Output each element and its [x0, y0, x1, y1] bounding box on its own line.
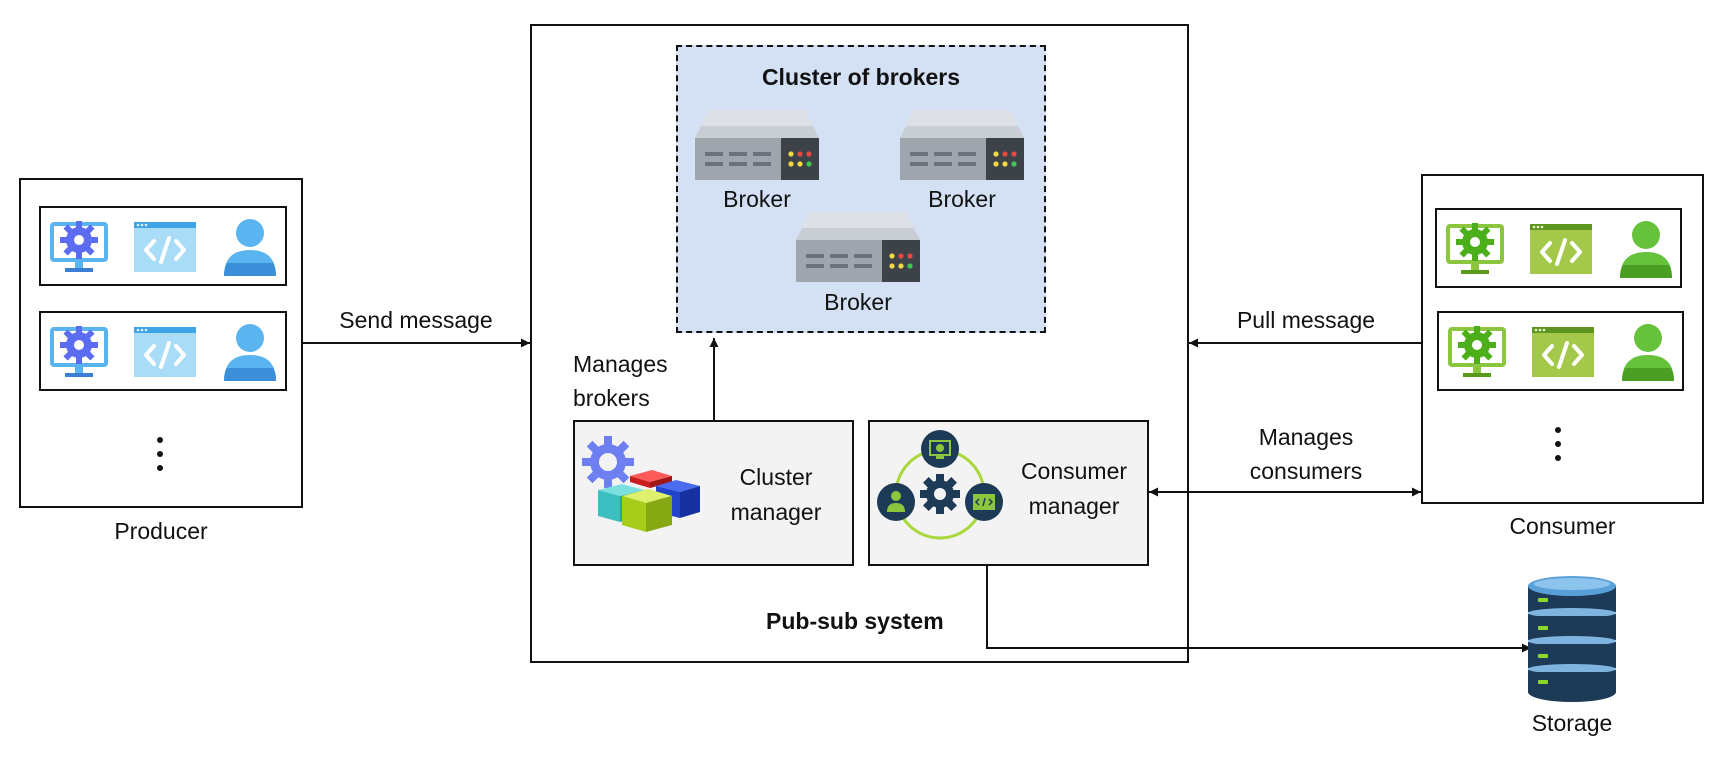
- user-icon: [1622, 324, 1674, 381]
- settings-monitor-icon: [1448, 326, 1506, 377]
- consumer-row-1: [1435, 208, 1682, 288]
- broker-label-3: Broker: [824, 289, 892, 315]
- manages-brokers-label-line1: Manages: [573, 351, 668, 377]
- cluster-manager-icon: [582, 436, 700, 532]
- broker-label-1: Broker: [723, 186, 791, 212]
- storage-arrow: [986, 566, 1531, 653]
- code-window-icon: [1532, 327, 1594, 377]
- settings-monitor-icon: [50, 221, 108, 272]
- manages-brokers-label-line2: brokers: [573, 385, 650, 411]
- consumer-manager-icon: [877, 430, 1003, 540]
- user-icon: [224, 219, 276, 276]
- consumer-label: Consumer: [1509, 513, 1616, 539]
- consumer-manager-label-line2: manager: [1028, 493, 1120, 519]
- producer-row-2: [39, 311, 287, 391]
- server-icon: [796, 212, 920, 282]
- cluster-title: Cluster of brokers: [761, 64, 961, 90]
- producer-label: Producer: [114, 518, 208, 544]
- pubsub-system-label: Pub-sub system: [766, 608, 944, 634]
- settings-monitor-icon: [50, 326, 108, 377]
- manages-consumers-label-line1: Manages: [1258, 424, 1354, 450]
- producer-row-1: [39, 206, 287, 286]
- broker-cluster: [676, 45, 1046, 333]
- pubsub-system-box: [530, 24, 1189, 663]
- pull-message-label: Pull message: [1236, 307, 1376, 333]
- server-icon: [695, 110, 819, 180]
- server-icon: [900, 110, 1024, 180]
- send-message-label: Send message: [339, 307, 493, 333]
- manages-consumers-label-line2: consumers: [1249, 458, 1363, 484]
- code-window-icon: [134, 222, 196, 272]
- settings-monitor-icon: [1446, 223, 1504, 274]
- database-storage-icon: [1528, 576, 1616, 702]
- user-icon: [224, 324, 276, 381]
- user-icon: [1620, 221, 1672, 278]
- vertical-ellipsis-icon: [157, 437, 163, 471]
- cluster-manager-label-line1: Cluster: [739, 464, 813, 490]
- code-window-icon: [1530, 224, 1592, 274]
- consumer-row-2: [1437, 311, 1684, 391]
- storage-label: Storage: [1531, 710, 1613, 736]
- cluster-manager-label-line2: manager: [730, 499, 822, 525]
- broker-label-2: Broker: [928, 186, 996, 212]
- consumer-manager-box: [868, 420, 1149, 566]
- consumer-manager-label-line1: Consumer: [1020, 458, 1128, 484]
- vertical-ellipsis-icon: [1555, 427, 1561, 461]
- code-window-icon: [134, 327, 196, 377]
